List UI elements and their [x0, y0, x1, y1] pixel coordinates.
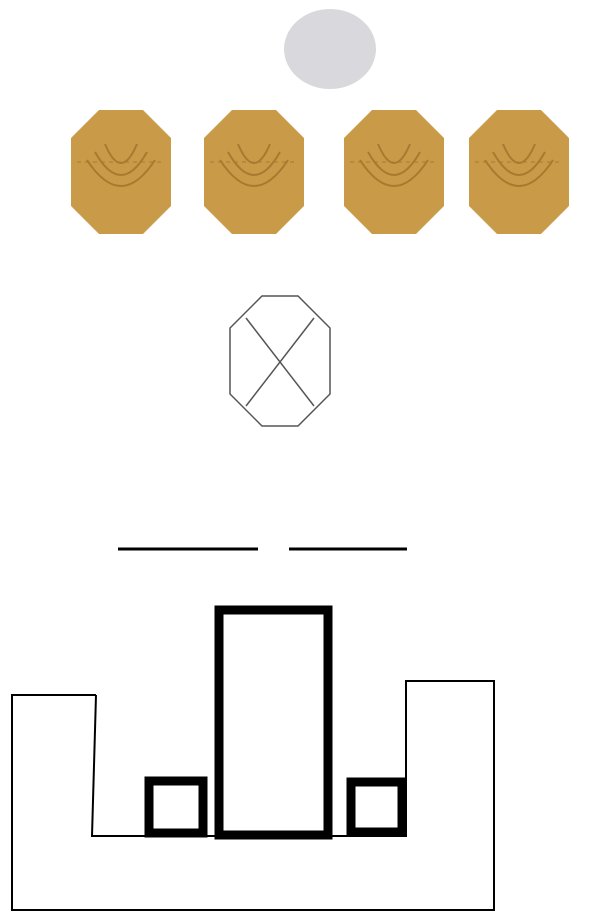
octagon-target-icon [344, 110, 444, 234]
center-rectangle [219, 610, 328, 835]
gray-circle-icon [284, 9, 376, 89]
small-square-left [149, 781, 203, 833]
octagon-target-icon [469, 110, 569, 234]
rectangles-outline [12, 610, 494, 910]
small-square-right [351, 782, 402, 832]
octagon-target-icon [71, 110, 171, 234]
targets-row [71, 110, 569, 234]
crossed-octagon-icon [230, 296, 330, 426]
outer-outline [12, 681, 494, 910]
octagon-target-icon [204, 110, 304, 234]
